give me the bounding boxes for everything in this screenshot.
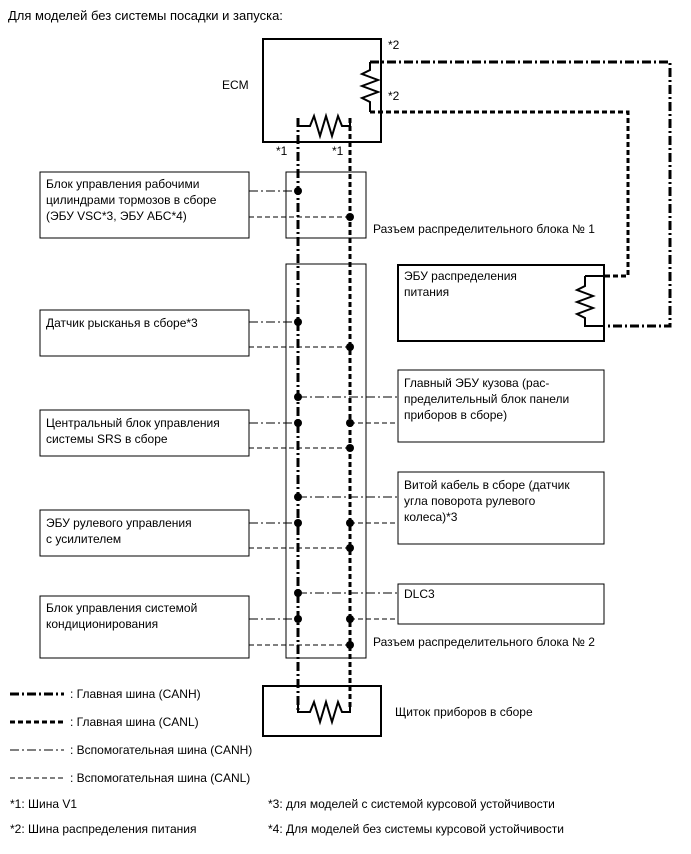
power-distribution-ecu-box	[397, 264, 605, 342]
junction-dot	[294, 393, 302, 401]
power-ecu-label-1: ЭБУ распределения	[404, 269, 517, 283]
power-bus-canl-line	[370, 110, 630, 278]
ac-unit-label-2: кондиционирования	[46, 617, 158, 631]
dlc3-box	[397, 583, 605, 625]
srs-unit-box	[39, 409, 250, 457]
power-bus-canh-line	[370, 60, 672, 328]
junction-dot	[346, 615, 354, 623]
brake-unit-label-1: Блок управления рабочими	[46, 177, 199, 191]
footnote-4: *4: Для моделей без системы курсовой уст…	[268, 822, 564, 836]
legend-sub-canh: : Вспомогательная шина (CANH)	[70, 743, 252, 757]
main-body-ecu-label-2: пределительный блок панели	[404, 392, 569, 406]
spiral-cable-label-2: угла поворота рулевого	[404, 494, 536, 508]
footnote-1: *1: Шина V1	[10, 797, 77, 811]
ac-unit-label-1: Блок управления системой	[46, 601, 197, 615]
footnote-3: *3: для моделей с системой курсовой усто…	[268, 797, 555, 811]
dlc3-label: DLC3	[404, 587, 435, 601]
junction-dot	[294, 187, 302, 195]
junction-dot	[294, 318, 302, 326]
brake-unit-label-2: цилиндрами тормозов в сборе	[46, 193, 217, 207]
eps-ecu-label-1: ЭБУ рулевого управления	[46, 516, 192, 530]
legend-main-canh: : Главная шина (CANH)	[70, 687, 201, 701]
footnote-2: *2: Шина распределения питания	[10, 822, 196, 836]
ac-unit-box	[39, 595, 250, 659]
junction-dot	[346, 519, 354, 527]
junction-dot	[346, 419, 354, 427]
junction-dot	[294, 589, 302, 597]
ecm-note-1-right: *1	[332, 144, 344, 158]
srs-unit-label-1: Центральный блок управления	[46, 416, 220, 430]
ecm-note-1-left: *1	[276, 144, 288, 158]
legend-main-canl: : Главная шина (CANL)	[70, 715, 199, 729]
yaw-sensor-label: Датчик рысканья в сборе*3	[46, 316, 198, 330]
eps-ecu-box	[39, 509, 250, 557]
brake-unit-label-3: (ЭБУ VSC*3, ЭБУ АБС*4)	[46, 209, 187, 223]
ecm-box	[262, 38, 382, 143]
diagram-title: Для моделей без системы посадки и запуск…	[8, 8, 283, 23]
junction-dot	[346, 641, 354, 649]
ecm-note-2-top: *2	[388, 38, 400, 52]
junction-dot	[346, 213, 354, 221]
main-body-ecu-label-1: Главный ЭБУ кузова (рас-	[404, 376, 549, 390]
ecm-label: ECM	[222, 78, 249, 92]
junction-block-1-label: Разъем распределительного блока № 1	[373, 222, 595, 236]
bus-junction-dots	[294, 187, 354, 649]
ecm-terminating-resistor	[297, 112, 351, 140]
main-body-ecu-label-3: приборов в сборе)	[404, 408, 507, 422]
eps-ecu-label-2: с усилителем	[46, 532, 121, 546]
spiral-cable-box	[397, 471, 605, 545]
spiral-cable-label-1: Витой кабель в сборе (датчик	[404, 478, 570, 492]
junction-dot	[294, 493, 302, 501]
ecm-note-2-mid: *2	[388, 89, 400, 103]
meter-terminating-resistor	[297, 698, 351, 726]
junction-block-2-label: Разъем распределительного блока № 2	[373, 635, 595, 649]
ecm-power-bus-resistor	[359, 62, 381, 112]
main-body-ecu-box	[397, 369, 605, 443]
power-ecu-resistor	[574, 275, 604, 327]
srs-unit-label-2: системы SRS в сборе	[46, 432, 168, 446]
power-ecu-label-2: питания	[404, 285, 449, 299]
brake-unit-box	[39, 171, 250, 239]
combination-meter-label: Щиток приборов в сборе	[395, 705, 533, 719]
spiral-cable-label-3: колеса)*3	[404, 510, 458, 524]
yaw-sensor-box	[39, 309, 250, 357]
junction-dot	[294, 615, 302, 623]
junction-dot	[346, 343, 354, 351]
junction-dot	[346, 544, 354, 552]
junction-dot	[346, 444, 354, 452]
legend-sub-canl: : Вспомогательная шина (CANL)	[70, 771, 250, 785]
combination-meter-box	[262, 685, 382, 737]
junction-dot	[294, 519, 302, 527]
junction-dot	[294, 419, 302, 427]
